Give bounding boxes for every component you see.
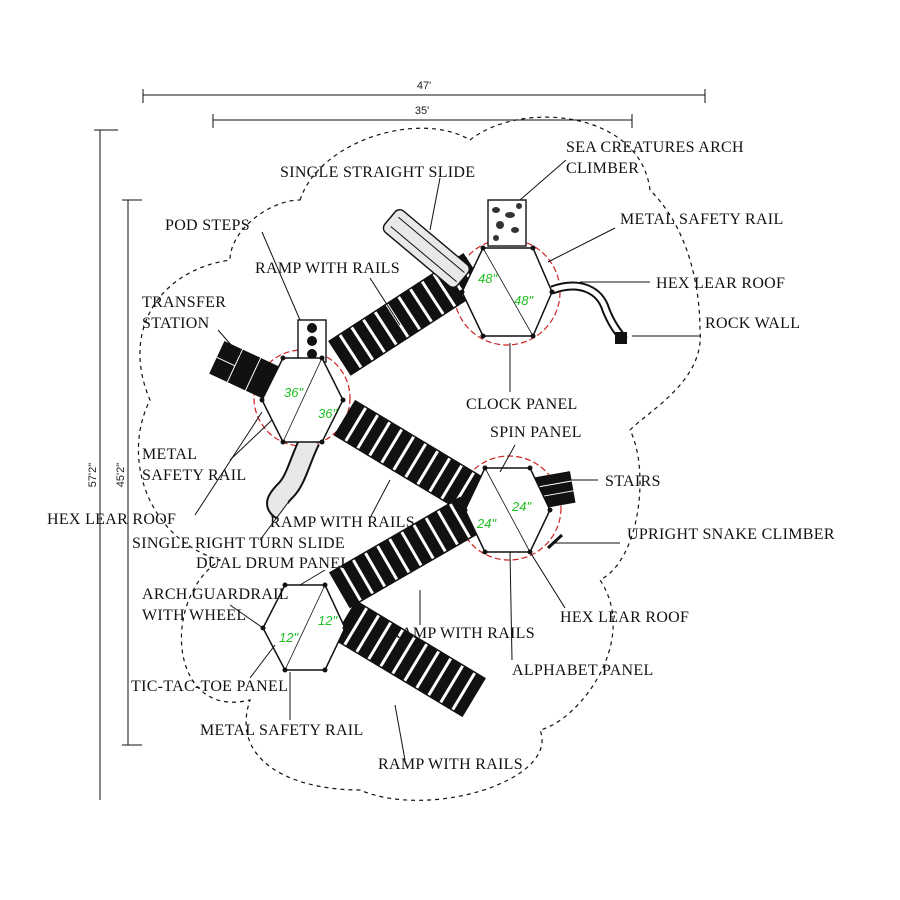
deck-height-top-2: 48" [514, 293, 534, 308]
label-ramp-with-rails-4: RAMP WITH RAILS [378, 756, 523, 773]
sea-creatures-arch-climber [487, 199, 527, 247]
dimension-overall-height: 57'2" [87, 129, 118, 800]
upright-snake-climber [546, 533, 564, 550]
deck-height-left-2: 36" [318, 406, 338, 421]
overall-width-label: 47' [417, 80, 431, 92]
pod-steps [297, 319, 327, 363]
label-transfer-station-1: TRANSFER [142, 294, 226, 311]
label-spin-panel: SPIN PANEL [490, 424, 582, 441]
deck-height-bottom-1: 12" [279, 630, 299, 645]
label-alphabet-panel: ALPHABET PANEL [512, 662, 654, 679]
ramp-with-rails-middle [333, 399, 485, 514]
overall-height-label: 57'2" [87, 463, 99, 487]
label-metal-safety-rail-left-2: SAFETY RAIL [142, 467, 247, 484]
label-pod-steps: POD STEPS [165, 217, 250, 234]
label-metal-safety-rail-bottom: METAL SAFETY RAIL [200, 722, 364, 739]
label-arch-guardrail-2: WITH WHEEL [142, 607, 246, 624]
label-single-straight-slide: SINGLE STRAIGHT SLIDE [280, 164, 475, 181]
label-arch-guardrail-1: ARCH GUARDRAIL [142, 586, 289, 603]
label-sea-creatures-climber: CLIMBER [566, 160, 639, 177]
dimension-overall-width: 47' [142, 80, 706, 103]
leader-lines [194, 159, 700, 761]
single-right-turn-slide [266, 435, 320, 520]
dimension-inner-width: 35' [212, 105, 633, 128]
ramp-with-rails-bottom [332, 600, 486, 718]
label-single-right-turn-slide: SINGLE RIGHT TURN SLIDE [132, 535, 345, 552]
deck-height-top-1: 48" [478, 271, 498, 286]
label-metal-safety-rail-left-1: METAL [142, 446, 197, 463]
deck-height-middle-1: 24" [476, 516, 497, 531]
inner-height-label: 45'2" [115, 463, 127, 487]
deck-height-middle-2: 24" [511, 499, 532, 514]
label-hex-lear-roof-left: HEX LEAR ROOF [47, 511, 176, 528]
label-tic-tac-toe-panel: TIC-TAC-TOE PANEL [131, 678, 288, 695]
single-straight-slide [382, 209, 471, 289]
deck-height-left-1: 36" [284, 385, 304, 400]
label-ramp-with-rails-3: RAMP WITH RAILS [390, 625, 535, 642]
rock-wall [550, 281, 628, 344]
label-clock-panel: CLOCK PANEL [466, 396, 578, 413]
deck-posts [259, 245, 555, 673]
label-upright-snake-climber: UPRIGHT SNAKE CLIMBER [627, 526, 835, 543]
label-hex-lear-roof-bottom: HEX LEAR ROOF [560, 609, 689, 626]
label-ramp-with-rails-1: RAMP WITH RAILS [255, 260, 400, 277]
label-stairs: STAIRS [605, 473, 661, 490]
deck-height-bottom-2: 12" [318, 613, 338, 628]
label-transfer-station-2: STATION [142, 315, 210, 332]
dimension-inner-height: 45'2" [115, 199, 142, 746]
hex-deck-top-right [461, 247, 553, 337]
label-metal-safety-rail-top: METAL SAFETY RAIL [620, 211, 784, 228]
label-dual-drum-panel: DUAL DRUM PANEL [196, 555, 350, 572]
inner-width-label: 35' [415, 105, 429, 117]
label-rock-wall: ROCK WALL [705, 315, 800, 332]
label-sea-creatures-arch: SEA CREATURES ARCH [566, 139, 744, 156]
label-hex-lear-roof-top: HEX LEAR ROOF [656, 275, 785, 292]
label-ramp-with-rails-2: RAMP WITH RAILS [270, 514, 415, 531]
